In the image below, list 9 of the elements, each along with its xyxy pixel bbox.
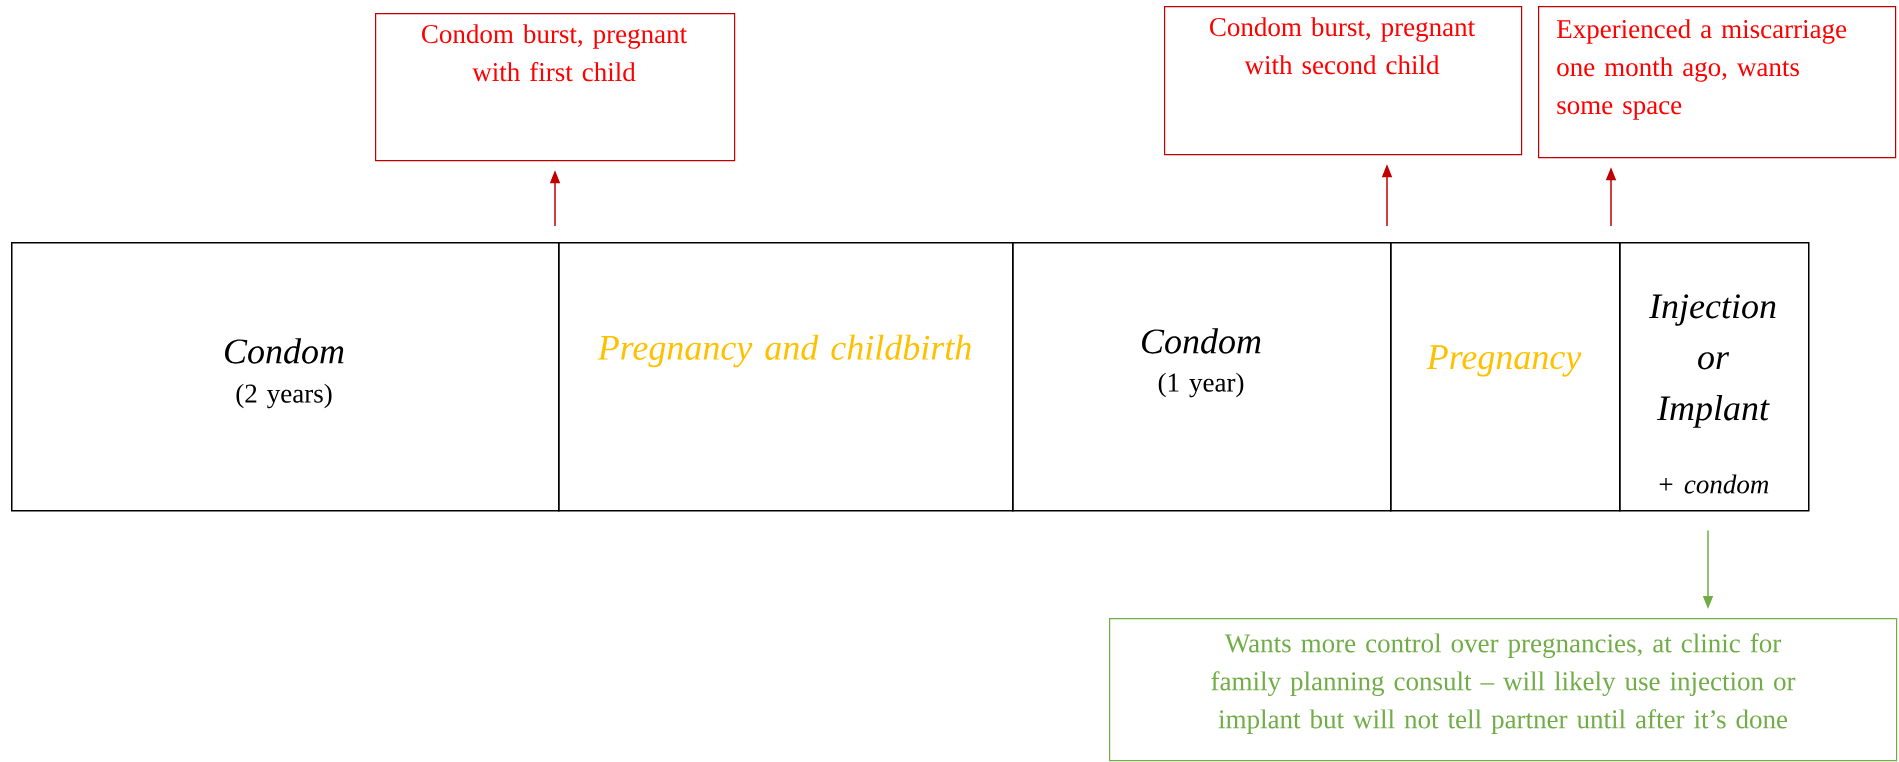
timeline-segment: Pregnancy and childbirth xyxy=(558,242,1014,512)
timeline-segment: Condom (1 year) xyxy=(1012,242,1392,512)
note-box: Experienced a miscarriage one month ago, wants some space xyxy=(1538,6,1897,159)
note-box: Condom burst, pregnant with second child xyxy=(1164,6,1523,156)
timeline-segment: Condom (2 years) xyxy=(11,242,560,512)
timeline-segment: Pregnancy xyxy=(1390,242,1621,512)
note-box: Condom burst, pregnant with first child xyxy=(375,13,736,162)
timeline-segment: Injection or Implant + condom xyxy=(1619,242,1810,512)
note-box: Wants more control over pregnancies, at clinic for family planning consult – will likely use injection or implant but will not tell partner until after it’s done xyxy=(1109,618,1898,762)
